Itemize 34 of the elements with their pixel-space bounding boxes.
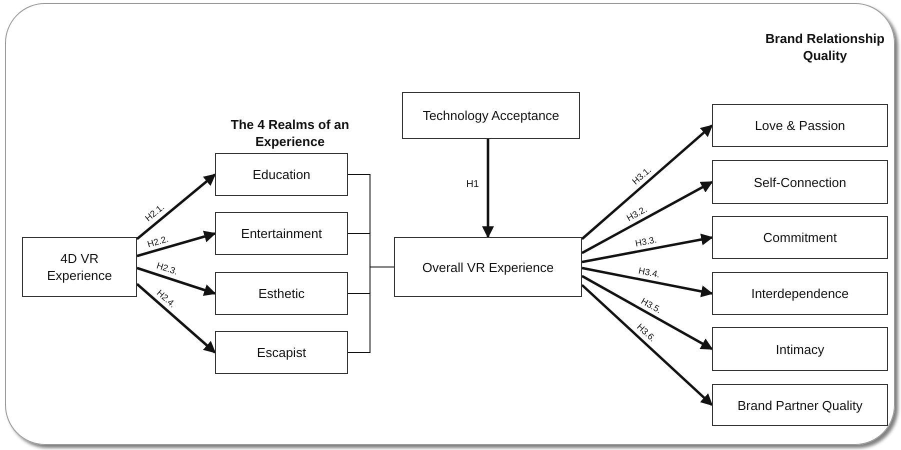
- arrow: [482, 139, 494, 238]
- arrow: [136, 230, 216, 258]
- process-box: Technology Acceptance: [402, 92, 580, 139]
- process-box: Interdependence: [712, 272, 888, 315]
- process-box: Escapist: [215, 331, 348, 374]
- edge-label: H3.3.: [634, 235, 657, 248]
- arrow: [582, 266, 714, 298]
- process-box: Esthetic: [215, 272, 348, 315]
- group-heading: The 4 Realms of an Experience: [230, 116, 350, 150]
- arrow: [136, 266, 216, 296]
- arrow: [582, 234, 714, 264]
- edge-label: H3.5.: [639, 296, 662, 315]
- process-box: Education: [215, 153, 348, 196]
- process-box: 4D VR Experience: [22, 237, 137, 297]
- edge-label: H2.2.: [146, 234, 170, 249]
- group-heading: Brand Relationship Quality: [764, 30, 886, 64]
- process-box: Commitment: [712, 216, 888, 259]
- process-box: Entertainment: [215, 212, 348, 255]
- arrow: [581, 274, 714, 350]
- arrow: [136, 283, 216, 354]
- edge-label: H2.3.: [155, 262, 178, 277]
- process-box: Love & Passion: [712, 104, 888, 147]
- process-box: Self-Connection: [712, 160, 888, 204]
- process-box: Brand Partner Quality: [712, 384, 888, 426]
- process-box: Overall VR Experience: [394, 237, 582, 297]
- connector-line: [348, 266, 394, 353]
- arrow: [581, 284, 713, 406]
- arrow: [581, 124, 713, 240]
- process-box: Intimacy: [712, 327, 888, 371]
- arrow: [136, 174, 216, 240]
- arrow: [581, 180, 714, 254]
- edge-label: H3.2.: [625, 204, 648, 224]
- edge-label: H1: [465, 180, 480, 190]
- edge-label: H3.4.: [637, 266, 660, 280]
